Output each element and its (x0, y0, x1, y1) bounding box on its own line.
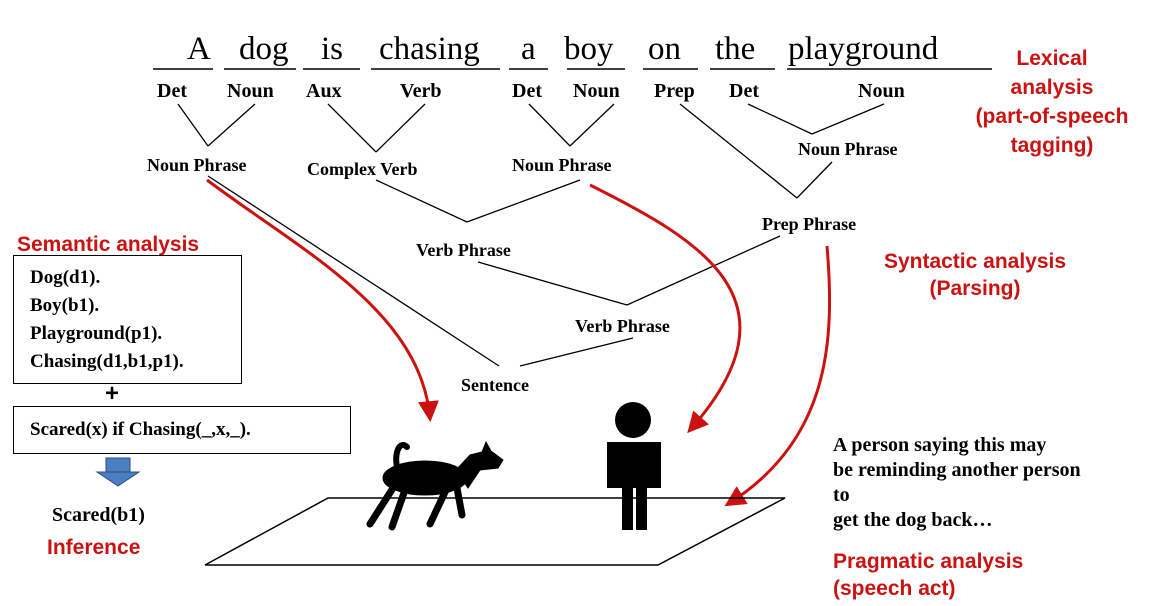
edge-vp1-vp2 (477, 261, 628, 306)
edge-det-np3 (747, 103, 813, 135)
edge-det-np1 (177, 103, 209, 147)
fact-boy: Boy(b1). (30, 295, 100, 316)
tag-det-3: Det (729, 80, 759, 102)
arrow-pp-to-playground (724, 245, 832, 507)
word-is: is (321, 31, 344, 67)
person-silhouette-icon (607, 402, 661, 530)
tag-det-2: Det (512, 80, 542, 102)
edge-noun-np1 (207, 103, 256, 147)
fact-playground: Playground(p1). (30, 323, 163, 344)
edge-verb-cv (375, 103, 426, 153)
node-noun-phrase-2: Noun Phrase (512, 155, 612, 175)
fact-chasing: Chasing(d1,b1,p1). (30, 351, 184, 372)
word-boy: boy (564, 31, 614, 67)
tag-noun-1: Noun (227, 80, 274, 102)
word-a2: a (521, 31, 536, 67)
word-a1: A (187, 31, 211, 67)
lexical-line-4: tagging) (1010, 134, 1094, 157)
edge-det-np2 (528, 103, 571, 147)
edge-prep-pp (679, 103, 798, 199)
word-playground: playground (788, 31, 939, 67)
tag-verb: Verb (400, 80, 442, 102)
edge-cv-vp1 (375, 179, 468, 223)
edge-np2-vp1 (466, 179, 581, 223)
label-pragmatic-analysis: Pragmatic analysis (speech act) (833, 548, 1023, 602)
label-semantic-analysis: Semantic analysis (17, 233, 200, 256)
rule-box: Scared(x) if Chasing(_,x,_). (13, 406, 351, 454)
tag-noun-3: Noun (858, 80, 905, 102)
edge-vp2-sentence (519, 337, 634, 367)
note-line-1: A person saying this may (833, 434, 1047, 456)
node-sentence: Sentence (461, 375, 529, 395)
node-noun-phrase-3: Noun Phrase (798, 139, 898, 159)
edge-pp-vp2 (626, 235, 781, 306)
arrow-np-to-boy (589, 183, 742, 434)
dog-silhouette-icon (366, 440, 504, 531)
note-line-4: get the dog back… (833, 509, 993, 531)
tag-prep: Prep (654, 80, 695, 102)
node-verb-phrase-1: Verb Phrase (416, 240, 511, 260)
edge-aux-cv (327, 103, 377, 153)
plus-sign: + (105, 380, 120, 407)
edge-noun-np3 (811, 103, 885, 135)
lexical-line-2: analysis (1010, 76, 1094, 99)
tag-noun-2: Noun (573, 80, 620, 102)
edge-np1-sentence (207, 175, 500, 367)
mapping-arrows (206, 178, 832, 507)
label-lexical-analysis: Lexical analysis (part-of-speech tagging… (962, 44, 1142, 160)
arrow-np-to-dog (206, 178, 439, 423)
rule-text: Scared(x) if Chasing(_,x,_). (30, 419, 251, 440)
label-inference: Inference (47, 536, 141, 559)
down-arrow-icon (95, 457, 141, 487)
node-prep-phrase: Prep Phrase (762, 214, 857, 234)
pragmatic-line-2: (speech act) (833, 577, 956, 600)
edge-noun-np2 (569, 103, 615, 147)
fact-dog: Dog(d1). (30, 267, 101, 288)
parse-tree-edges (177, 103, 885, 367)
pragmatic-note: A person saying this may be reminding an… (833, 433, 1081, 533)
word-the: the (715, 31, 756, 67)
syntactic-line-1: Syntactic analysis (883, 250, 1067, 273)
syntactic-line-2: (Parsing) (929, 277, 1021, 300)
note-line-3: to (833, 484, 850, 506)
inferred-fact: Scared(b1) (52, 504, 145, 526)
edge-np3-pp (796, 161, 833, 199)
note-line-2: be reminding another person (833, 459, 1081, 481)
pragmatic-line-1: Pragmatic analysis (833, 550, 1024, 573)
playground-shape (204, 497, 786, 566)
node-complex-verb: Complex Verb (307, 159, 418, 179)
node-verb-phrase-2: Verb Phrase (575, 316, 670, 336)
node-noun-phrase-1: Noun Phrase (147, 155, 247, 175)
semantic-facts-box: Dog(d1). Boy(b1). Playground(p1). Chasin… (13, 255, 242, 384)
word-chasing: chasing (379, 31, 480, 67)
word-on: on (648, 31, 681, 67)
label-syntactic-analysis: Syntactic analysis (Parsing) (860, 248, 1090, 302)
word-dog: dog (239, 31, 289, 67)
lexical-line-3: (part-of-speech (975, 105, 1129, 128)
tag-aux: Aux (306, 80, 342, 102)
tag-det-1: Det (157, 80, 187, 102)
lexical-line-1: Lexical (1016, 47, 1088, 70)
